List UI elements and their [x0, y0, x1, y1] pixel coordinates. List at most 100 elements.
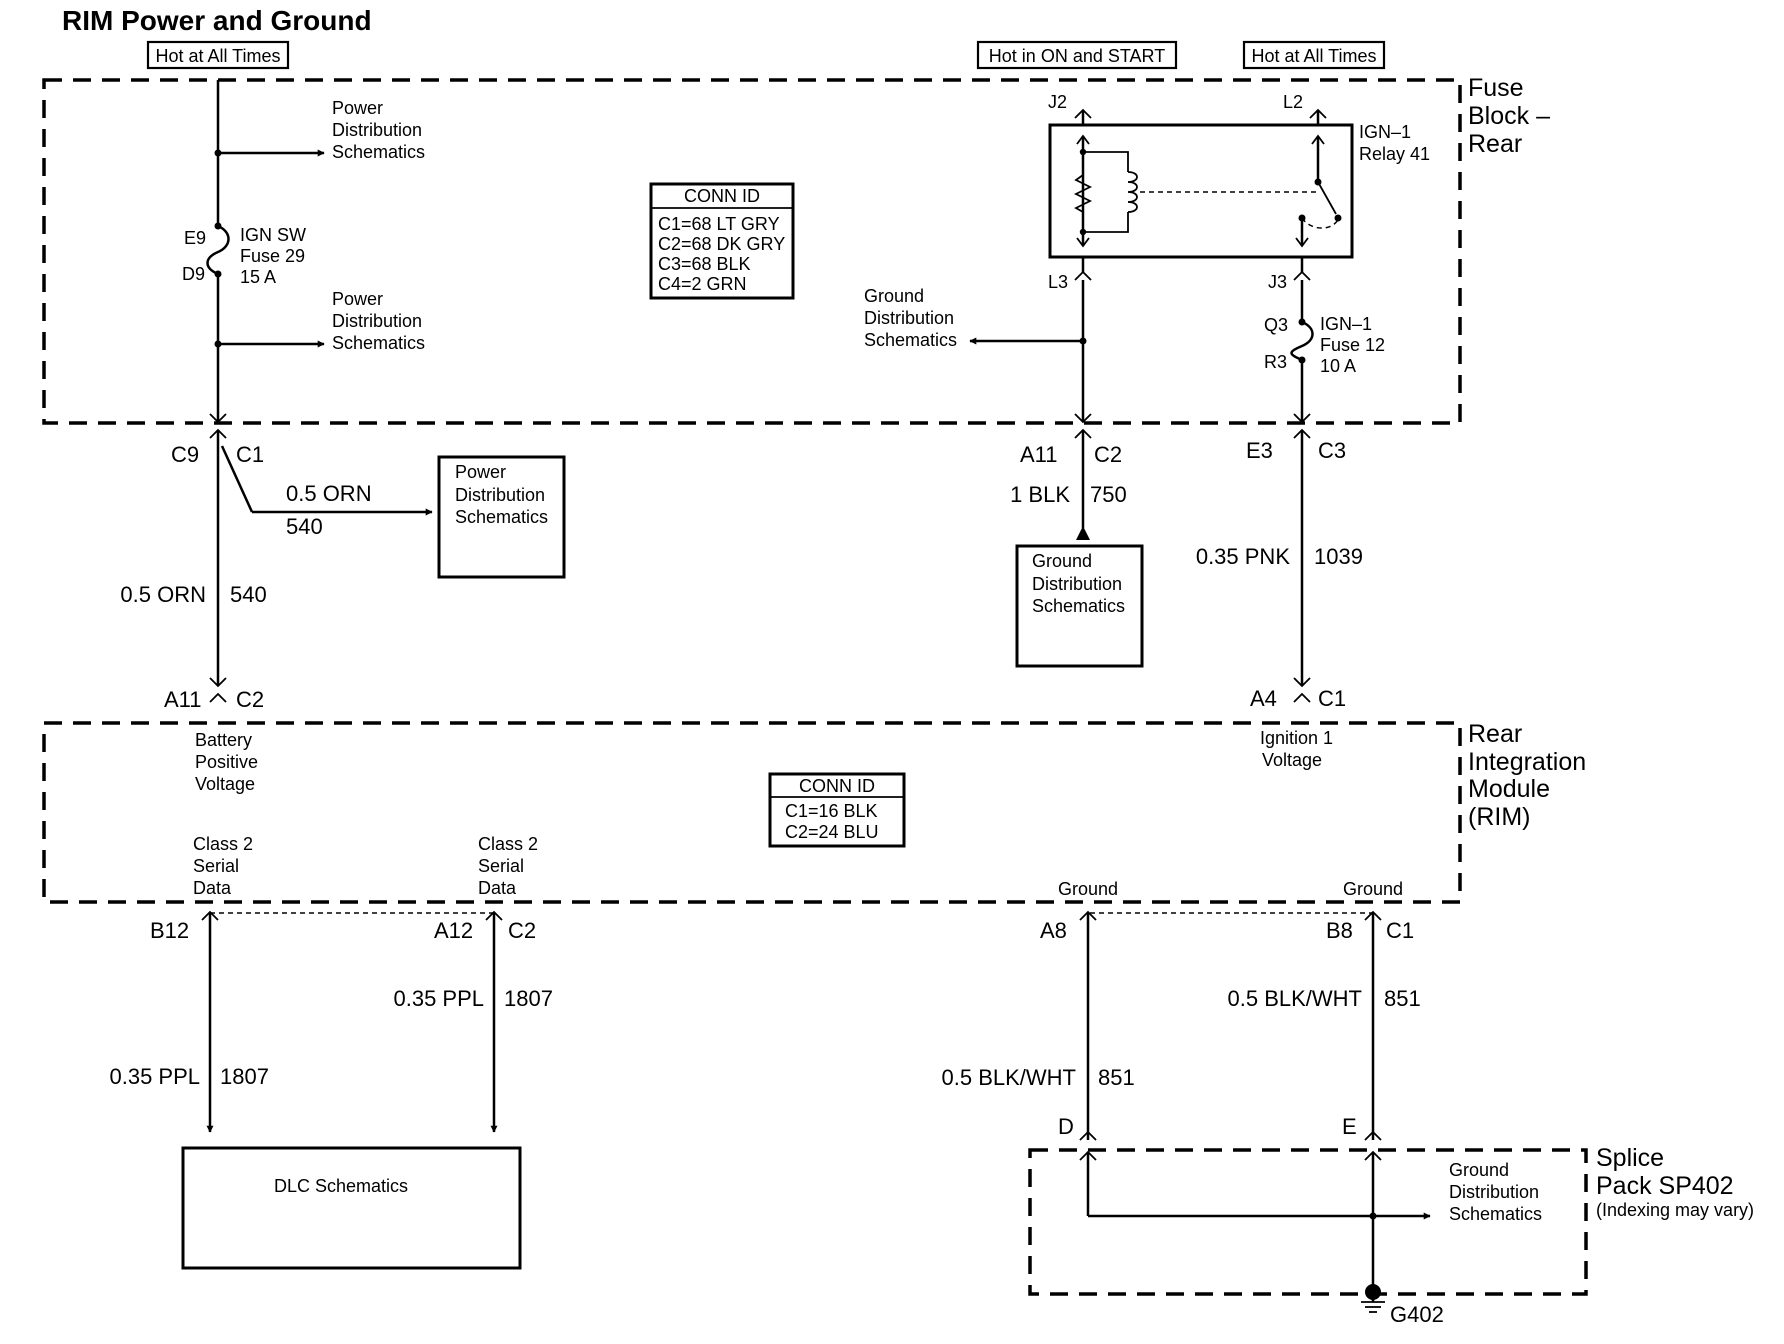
splice-pin-e: E [1342, 1114, 1357, 1139]
svg-text:E9: E9 [184, 228, 206, 248]
diagram-title: RIM Power and Ground [62, 5, 372, 36]
a8-pin-label: A8 [1040, 918, 1067, 943]
center-connector-c2: A11 C2 [1020, 442, 1122, 467]
blk-wht-wire-label-b8: 0.5 BLK/WHT 851 [1228, 986, 1421, 1011]
relay-l3-wire [969, 280, 1092, 424]
svg-text:Distribution: Distribution [332, 120, 422, 140]
svg-text:A4: A4 [1250, 686, 1277, 711]
fuse-block-name: Fuse Block – Rear [1468, 74, 1550, 158]
svg-text:C1: C1 [236, 442, 264, 467]
svg-text:L2: L2 [1283, 92, 1303, 112]
svg-text:15 A: 15 A [240, 267, 276, 287]
svg-text:Schematics: Schematics [332, 333, 425, 353]
svg-text:10 A: 10 A [1320, 356, 1356, 376]
svg-text:Serial: Serial [478, 856, 524, 876]
power-distribution-branch-bottom: Power Distribution Schematics [218, 289, 425, 353]
rim-name: Rear Integration Module (RIM) [1468, 720, 1586, 831]
svg-text:Rear: Rear [1468, 130, 1522, 158]
power-distribution-box: Power Distribution Schematics [437, 455, 566, 579]
svg-text:C1=16 BLK: C1=16 BLK [785, 801, 878, 821]
fuse-block-boundary [42, 78, 1462, 425]
svg-text:Distribution: Distribution [332, 311, 422, 331]
a8-ground-wire [1079, 910, 1097, 1141]
svg-text:Ground: Ground [1032, 551, 1092, 571]
ppl-wire-label-a12: 0.35 PPL 1807 [393, 986, 552, 1011]
svg-text:A11: A11 [1020, 442, 1058, 467]
svg-text:J2: J2 [1048, 92, 1067, 112]
svg-text:Voltage: Voltage [195, 774, 255, 794]
splice-pack-wiring [1079, 1150, 1431, 1300]
svg-text:851: 851 [1384, 986, 1421, 1011]
class-2-serial-data-left-label: Class 2 Serial Data [193, 834, 253, 898]
svg-text:Block –: Block – [1468, 102, 1550, 130]
svg-text:0.5 BLK/WHT: 0.5 BLK/WHT [1228, 986, 1362, 1011]
center-harness-wire [1074, 428, 1092, 540]
b12-pin-label: B12 [150, 918, 189, 943]
supply-label-center: Hot in ON and START [976, 40, 1178, 70]
svg-text:CONN ID: CONN ID [799, 776, 875, 796]
svg-text:Schematics: Schematics [455, 507, 548, 527]
svg-text:Schematics: Schematics [864, 330, 957, 350]
svg-text:Distribution: Distribution [1449, 1182, 1539, 1202]
svg-text:0.35 PPL: 0.35 PPL [393, 986, 484, 1011]
svg-text:Distribution: Distribution [864, 308, 954, 328]
svg-text:0.35 PPL: 0.35 PPL [109, 1064, 200, 1089]
svg-text:Pack SP402: Pack SP402 [1596, 1172, 1734, 1200]
svg-text:C2: C2 [1094, 442, 1122, 467]
class-2-serial-data-right-label: Class 2 Serial Data [478, 834, 538, 898]
a12-serial-wire [485, 910, 503, 1133]
svg-text:Power: Power [332, 289, 383, 309]
svg-text:C3: C3 [1318, 438, 1346, 463]
svg-text:Distribution: Distribution [1032, 574, 1122, 594]
svg-text:IGN SW: IGN SW [240, 225, 306, 245]
svg-text:Rear: Rear [1468, 720, 1522, 748]
svg-text:Relay 41: Relay 41 [1359, 144, 1430, 164]
fuse-block-conn-id: CONN ID C1=68 LT GRY C2=68 DK GRY C3=68 … [649, 182, 795, 300]
b8-ground-wire [1364, 910, 1382, 1141]
svg-text:Power: Power [455, 462, 506, 482]
svg-text:A12: A12 [434, 918, 473, 943]
svg-text:L3: L3 [1048, 272, 1068, 292]
svg-text:A11: A11 [164, 687, 202, 712]
ground-symbol-icon [1361, 1292, 1385, 1313]
svg-text:C1: C1 [1386, 918, 1414, 943]
svg-text:0.5 ORN: 0.5 ORN [286, 481, 372, 506]
svg-text:Fuse 29: Fuse 29 [240, 246, 305, 266]
svg-text:C1: C1 [1318, 686, 1346, 711]
right-connector-c1: A4 C1 [1250, 686, 1346, 711]
svg-text:1807: 1807 [504, 986, 553, 1011]
svg-text:Distribution: Distribution [455, 485, 545, 505]
ign-1-relay-41: IGN–1 Relay 41 J2 L2 L3 J3 [1048, 92, 1430, 292]
battery-positive-voltage-label: Battery Positive Voltage [195, 730, 258, 794]
svg-text:IGN–1: IGN–1 [1359, 122, 1411, 142]
svg-text:C9: C9 [171, 442, 199, 467]
dlc-schematics-box: DLC Schematics [181, 1146, 522, 1270]
svg-text:C2=24 BLU: C2=24 BLU [785, 822, 879, 842]
svg-text:540: 540 [230, 582, 267, 607]
splice-pack-boundary [1028, 1148, 1588, 1296]
svg-text:C2=68 DK GRY: C2=68 DK GRY [658, 234, 785, 254]
svg-text:540: 540 [286, 514, 323, 539]
svg-text:C4=2 GRN: C4=2 GRN [658, 274, 747, 294]
svg-text:DLC Schematics: DLC Schematics [274, 1176, 408, 1196]
svg-text:Ground: Ground [1449, 1160, 1509, 1180]
svg-text:Hot at All Times: Hot at All Times [155, 46, 280, 66]
svg-text:851: 851 [1098, 1065, 1135, 1090]
svg-text:C3=68 BLK: C3=68 BLK [658, 254, 751, 274]
fuse-12: Q3 R3 IGN–1 Fuse 12 10 A [1264, 314, 1385, 376]
svg-text:Schematics: Schematics [332, 142, 425, 162]
pnk-wire-label: 0.35 PNK 1039 [1196, 544, 1363, 569]
svg-text:Data: Data [478, 878, 517, 898]
svg-text:IGN–1: IGN–1 [1320, 314, 1372, 334]
left-harness-wire [209, 428, 433, 703]
svg-text:Data: Data [193, 878, 232, 898]
svg-text:Fuse: Fuse [1468, 74, 1524, 102]
ground-distribution-box: Ground Distribution Schematics [1015, 544, 1144, 668]
svg-text:J3: J3 [1268, 272, 1287, 292]
svg-text:750: 750 [1090, 482, 1127, 507]
left-connector-c2: A11 C2 [164, 687, 264, 712]
blk-wire-label: 1 BLK 750 [1010, 482, 1127, 507]
svg-text:Hot at All Times: Hot at All Times [1251, 46, 1376, 66]
svg-text:C2: C2 [236, 687, 264, 712]
rim-conn-id: CONN ID C1=16 BLK C2=24 BLU [768, 772, 906, 848]
